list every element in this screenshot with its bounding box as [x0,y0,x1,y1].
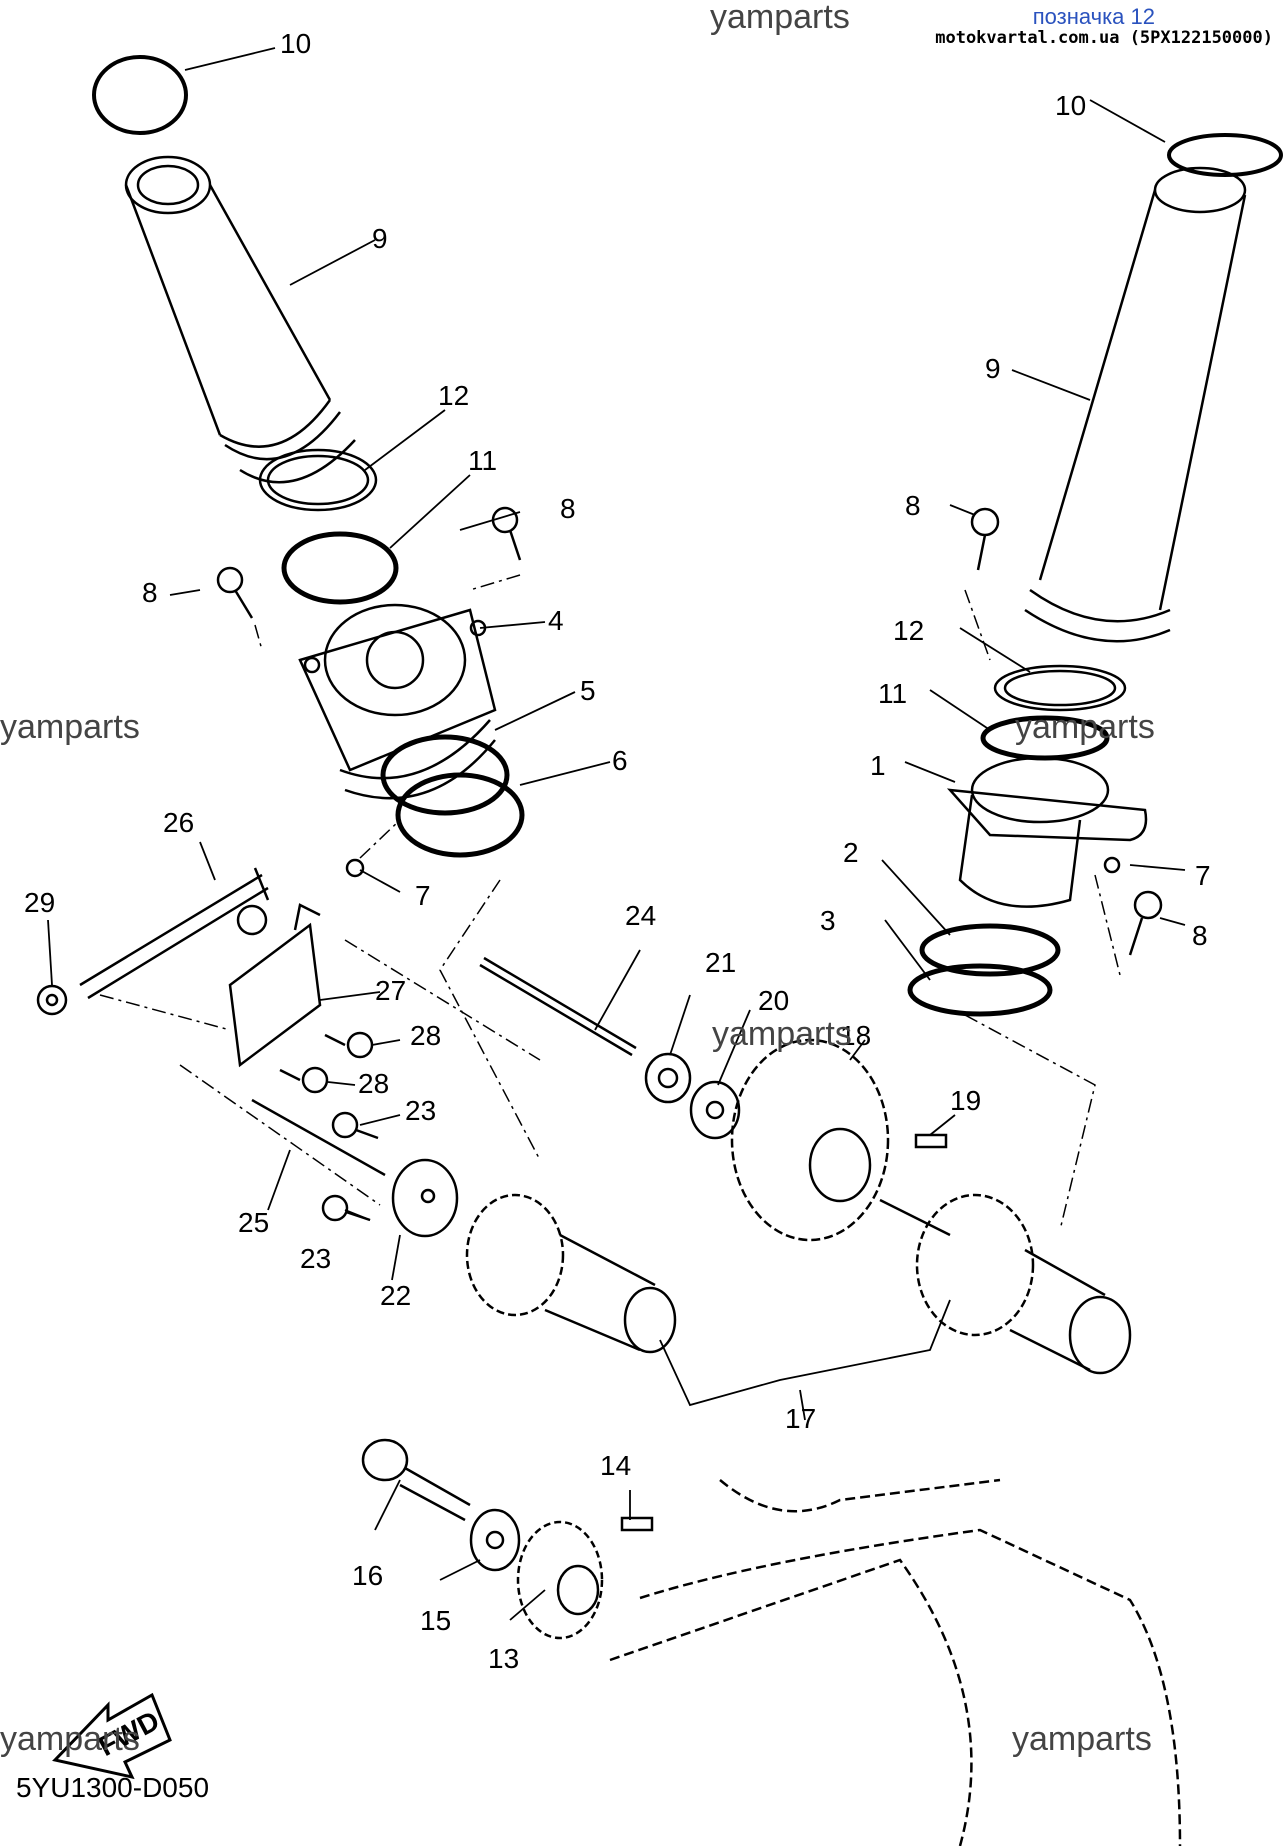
left-o-ring-11 [281,531,399,605]
bolt-16 [361,1438,471,1522]
header-label: позначка 12 [1032,4,1155,29]
callout-26: 26 [163,807,194,838]
leader-lines [47,47,1186,1621]
callout-9: 9 [985,353,1001,384]
right-bolt-8a [970,507,1000,571]
callout-23: 23 [300,1243,331,1274]
right-pin-7 [1103,856,1121,874]
callout-9: 9 [372,223,388,254]
callout-8: 8 [905,490,921,521]
collar-21 [644,1052,692,1104]
callout-27: 27 [375,975,406,1006]
callout-2: 2 [843,837,859,868]
callout-12: 12 [893,615,924,646]
camshaft-17b [879,1193,1132,1375]
plate-22 [391,1158,459,1238]
callout-16: 16 [352,1560,383,1591]
callout-28: 28 [358,1068,389,1099]
watermark: yamparts [0,708,140,746]
bracket-27 [228,903,322,1068]
callout-15: 15 [420,1605,451,1636]
callout-6: 6 [612,745,628,776]
callout-11: 11 [878,678,907,709]
callout-23: 23 [405,1095,436,1126]
left-tube-9 [124,155,356,484]
right-ring-12 [993,664,1127,712]
callout-18: 18 [840,1020,871,1051]
rod-24 [479,956,637,1057]
callout-1: 1 [870,750,886,781]
gear-18 [730,1038,890,1242]
screw-23a [331,1111,379,1140]
callout-28: 28 [410,1020,441,1051]
left-o-ring-6 [395,772,525,858]
callout-8: 8 [1192,920,1208,951]
washer-20 [689,1080,741,1140]
right-tube-9 [1024,166,1247,643]
callout-17: 17 [785,1403,816,1434]
shift-shaft-26 [79,867,270,1000]
right-o-ring-10 [1167,133,1283,177]
watermark: yamparts [0,1720,140,1758]
callout-7: 7 [415,880,431,911]
camshaft-17a [465,1193,677,1354]
left-housing-4 [298,603,497,800]
callout-21: 21 [705,947,736,978]
right-bolt-8b [1128,890,1163,956]
callout-20: 20 [758,985,789,1016]
header-source: motokvartal.com.ua (5PX122150000) [935,28,1273,48]
screw-28a [324,1031,374,1059]
callout-22: 22 [380,1280,411,1311]
left-pin-7 [345,858,365,878]
callout-4: 4 [548,605,564,636]
rod-25 [251,1098,386,1177]
callout-8: 8 [142,577,158,608]
callout-8: 8 [560,493,576,524]
callout-7: 7 [1195,860,1211,891]
right-o-ring-3 [907,963,1053,1017]
crankcase-outline [609,1478,1182,1846]
gear-13 [516,1520,604,1640]
part-code: 5YU1300-D050 [16,1772,210,1803]
watermark: yamparts [712,1015,852,1053]
callout-5: 5 [580,675,596,706]
left-o-ring-10 [92,55,188,135]
left-bolt-8a [216,566,254,619]
callout-10: 10 [1055,90,1086,121]
right-housing-1 [946,756,1148,908]
washer-15 [469,1508,521,1572]
left-o-ring-5 [380,734,510,816]
callout-14: 14 [600,1450,631,1481]
key-19 [914,1133,948,1149]
callout-12: 12 [438,380,469,411]
assembly-lines [99,574,1121,1231]
callout-10: 10 [280,28,311,59]
callout-3: 3 [820,905,836,936]
screw-28b [279,1066,329,1094]
callout-25: 25 [238,1207,269,1238]
callout-29: 29 [24,887,55,918]
watermark: yamparts [710,0,850,36]
callout-11: 11 [468,445,497,476]
watermark: yamparts [1015,708,1155,746]
watermark: yamparts [1012,1720,1152,1758]
right-o-ring-2 [919,923,1061,977]
washer-29 [36,984,68,1016]
callout-24: 24 [625,900,656,931]
key-14 [620,1516,654,1532]
callout-19: 19 [950,1085,981,1116]
callout-13: 13 [488,1643,519,1674]
left-ring-12 [258,448,378,512]
